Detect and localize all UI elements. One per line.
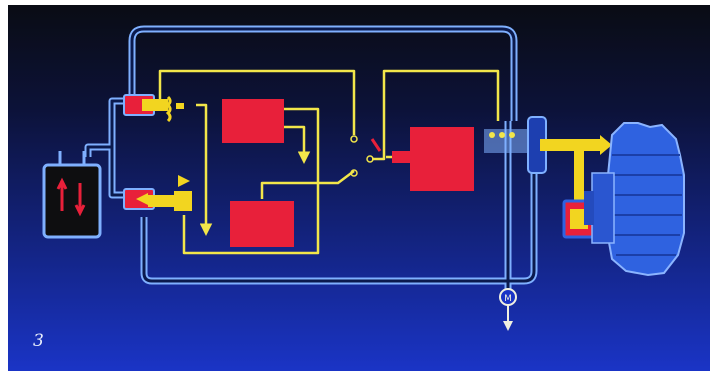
control-unit-upper	[222, 99, 284, 143]
wheel-hub-icon	[584, 122, 685, 277]
control-unit-lower	[230, 201, 294, 247]
valve-lower	[123, 175, 192, 211]
control-lines	[158, 69, 500, 255]
flow-right-arrow-icon	[178, 175, 190, 187]
reservoir	[42, 151, 102, 239]
pump-circle-icon: M	[499, 288, 517, 331]
force-arrow-icon	[600, 135, 612, 155]
control-unit-main	[410, 127, 474, 191]
flow-down-arrow-icon	[74, 183, 86, 217]
figure-number: 3	[33, 331, 44, 351]
flow-up-arrow-icon	[56, 177, 68, 211]
valve-upper	[123, 94, 184, 123]
diagram-frame: M 3	[8, 5, 710, 371]
svg-text:M: M	[504, 294, 512, 304]
brake-system-diagram: M	[8, 5, 710, 371]
switch	[350, 135, 410, 177]
